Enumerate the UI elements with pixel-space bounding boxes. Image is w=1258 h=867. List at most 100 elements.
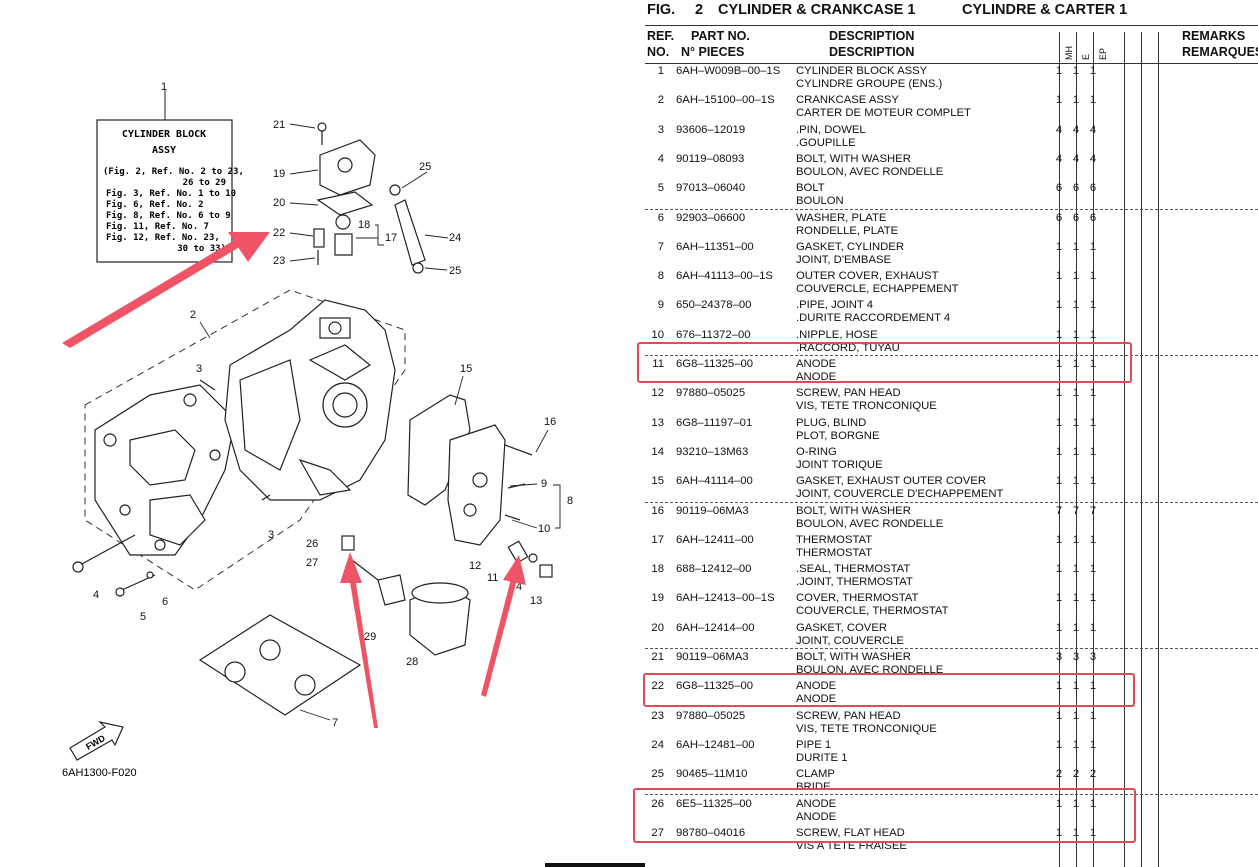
description-fr: BOULON, AVEC RONDELLE	[796, 165, 944, 178]
col-divider	[1093, 32, 1094, 867]
description-fr: JOINT TORIQUE	[796, 458, 883, 471]
fig-label: FIG.	[647, 2, 676, 18]
part-number: 6AH–12411–00	[676, 533, 754, 546]
qty-e: 2	[1072, 768, 1080, 781]
description-fr: COUVERCLE, THERMOSTAT	[796, 605, 949, 618]
description-en: .SEAL, THERMOSTAT	[796, 563, 911, 576]
callout-number: 8	[567, 495, 573, 507]
label-box-title-2: ASSY	[152, 145, 176, 156]
callout-number: 10	[538, 523, 550, 535]
description-fr: ANODE	[796, 810, 837, 823]
qty-e: 1	[1072, 475, 1080, 488]
description-fr: JOINT, COUVERCLE D'ECHAPPEMENT	[796, 488, 1004, 501]
ref-no: 13	[651, 416, 664, 429]
qty-ep: 1	[1089, 358, 1097, 370]
qty-ep: 1	[1089, 328, 1097, 341]
qty-e: 4	[1072, 152, 1080, 165]
label-box-title-1: CYLINDER BLOCK	[122, 129, 206, 140]
header-top-rule	[645, 25, 1258, 26]
callout-number: 4	[516, 581, 522, 593]
red-annotation-arrows	[62, 232, 526, 728]
qty-mh: 6	[1055, 182, 1063, 195]
description-fr: .GOUPILLE	[796, 136, 856, 149]
qty-mh: 1	[1055, 416, 1063, 429]
qty-mh: 1	[1055, 738, 1063, 751]
col-divider	[1158, 32, 1159, 867]
part-number: 90119–08093	[676, 152, 745, 165]
highlight-box-ref-26-27	[633, 788, 1136, 843]
label-box-line: Fig. 12, Ref. No. 23,	[106, 232, 220, 243]
description-en: SCREW, FLAT HEAD	[796, 826, 905, 839]
qty-mh: 1	[1055, 475, 1063, 488]
qty-mh: 1	[1055, 797, 1063, 810]
description-en: THERMOSTAT	[796, 533, 873, 546]
part-number: 6AH–15100–00–1S	[676, 94, 775, 107]
callout-number: 21	[273, 119, 285, 131]
label-box-line: Fig. 8, Ref. No. 6 to 9	[106, 210, 231, 221]
qty-ep: 1	[1089, 94, 1097, 107]
description-fr: JOINT, D'EMBASE	[796, 253, 892, 266]
part-number: 6E5–11325–00	[676, 797, 752, 810]
description-fr: VIS, TETE TRONCONIQUE	[796, 400, 937, 413]
group-separator	[645, 209, 1258, 210]
qty-mh: 1	[1055, 240, 1063, 253]
qty-mh: 1	[1055, 358, 1063, 370]
qty-ep: 1	[1089, 826, 1097, 839]
qty-ep: 1	[1089, 533, 1097, 546]
qty-mh: 4	[1055, 123, 1063, 136]
callout-number: 7	[332, 717, 338, 729]
ref-no: 15	[651, 475, 664, 488]
label-box-line: (Fig. 2, Ref. No. 2 to 23,	[103, 166, 244, 177]
qty-mh: 1	[1055, 563, 1063, 576]
part-number: 6AH–12481–00	[676, 738, 755, 751]
qty-mh: 1	[1055, 826, 1063, 839]
label-box-line: Fig. 11, Ref. No. 7	[106, 221, 209, 232]
description-en: .PIN, DOWEL	[796, 123, 866, 136]
part-number: 688–12412–00	[676, 563, 752, 576]
qty-e: 1	[1072, 563, 1080, 576]
callout-number: 28	[406, 656, 418, 668]
callout-number: 25	[419, 161, 431, 173]
fig-number: 2	[695, 2, 704, 18]
col-divider	[1059, 32, 1060, 867]
col-divider	[1141, 32, 1142, 867]
callout-number: 1	[161, 81, 167, 93]
callout-number: 23	[273, 255, 285, 267]
qty-e: 1	[1072, 533, 1080, 546]
ref-no: 18	[651, 563, 664, 576]
qty-mh: 1	[1055, 621, 1063, 634]
description-fr: CARTER DE MOTEUR COMPLET	[796, 107, 971, 120]
bolts	[72, 379, 355, 597]
qty-mh: 2	[1055, 768, 1063, 781]
ref-no: 25	[651, 768, 664, 781]
header-bottom-rule	[645, 63, 1258, 64]
qty-ep: 1	[1089, 680, 1097, 693]
qty-ep: 1	[1089, 592, 1097, 605]
qty-e: 1	[1072, 94, 1080, 107]
group-separator	[645, 648, 1258, 649]
description-en: OUTER COVER, EXHAUST	[796, 270, 939, 283]
callout-number: 11	[487, 572, 498, 584]
description-fr: RONDELLE, PLATE	[796, 224, 899, 237]
part-number: 97880–05025	[676, 387, 746, 400]
qty-e: 1	[1072, 445, 1080, 458]
qty-e: 1	[1072, 592, 1080, 605]
description-fr: CYLINDRE GROUPE (ENS.)	[796, 78, 943, 90]
part-number: 93606–12019	[676, 123, 746, 136]
callout-number: 26	[306, 538, 318, 550]
description-en: GASKET, COVER	[796, 621, 888, 634]
qty-ep: 1	[1089, 797, 1097, 810]
